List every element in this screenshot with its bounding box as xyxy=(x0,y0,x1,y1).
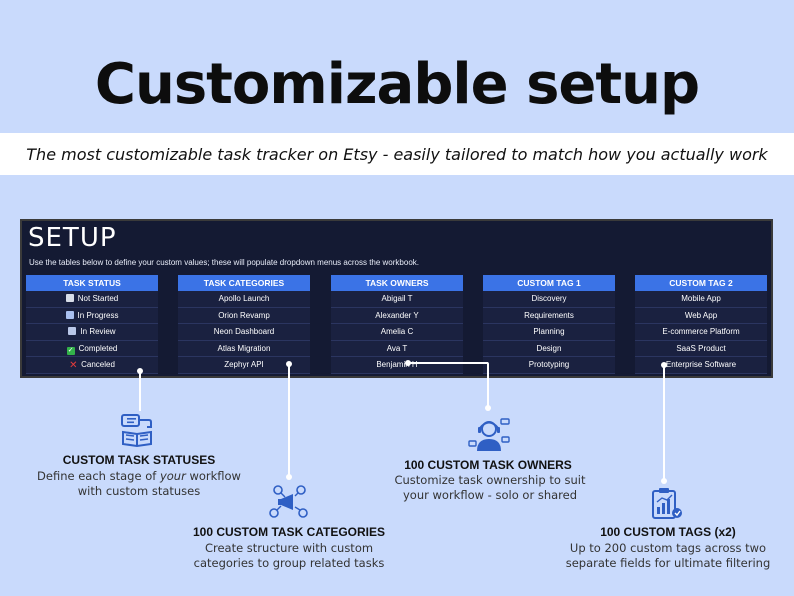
megaphone-network-icon xyxy=(268,485,310,524)
table-cell[interactable]: Amelia C xyxy=(331,324,463,341)
task-categories-table: TASK CATEGORIES Apollo Launch Orion Reva… xyxy=(178,275,310,374)
feature-title-tags: 100 CUSTOM TAGS (x2) xyxy=(600,525,736,539)
feature-title-owners: 100 CUSTOM TASK OWNERS xyxy=(404,458,572,472)
column-header: TASK CATEGORIES xyxy=(178,275,310,291)
feature-desc-categories: Create structure with custom categories … xyxy=(193,541,385,570)
table-cell[interactable]: Atlas Migration xyxy=(178,340,310,357)
feature-desc-tags: Up to 200 custom tags across two separat… xyxy=(565,541,771,570)
book-chat-icon xyxy=(119,414,157,453)
table-cell[interactable]: In Review xyxy=(26,324,158,341)
status-in-progress-icon xyxy=(65,310,74,319)
table-cell[interactable]: Discovery xyxy=(483,291,615,308)
table-cell[interactable]: Planning xyxy=(483,324,615,341)
sheet-title: SETUP xyxy=(28,223,117,253)
table-cell[interactable]: Apollo Launch xyxy=(178,291,310,308)
table-cell[interactable]: Alexander Y xyxy=(331,307,463,324)
table-cell[interactable]: In Progress xyxy=(26,307,158,324)
setup-sheet: SETUP Use the tables below to define you… xyxy=(20,219,773,378)
table-cell[interactable]: Not Started xyxy=(26,291,158,308)
feature-desc-owners: Customize task ownership to suit your wo… xyxy=(394,473,586,502)
clipboard-chart-icon xyxy=(650,487,684,526)
status-in-review-icon xyxy=(68,327,77,335)
feature-title-categories: 100 CUSTOM TASK CATEGORIES xyxy=(192,525,386,539)
table-cell[interactable]: Design xyxy=(483,340,615,357)
table-cell[interactable]: Enterprise Software xyxy=(635,357,767,374)
table-cell[interactable]: E-commerce Platform xyxy=(635,324,767,341)
feature-desc-statuses: Define each stage of your workflow with … xyxy=(37,469,241,498)
feature-title-statuses: CUSTOM TASK STATUSES xyxy=(62,453,216,467)
table-cell[interactable]: ✕Canceled xyxy=(26,357,158,374)
table-cell[interactable]: Mobile App xyxy=(635,291,767,308)
column-header: CUSTOM TAG 2 xyxy=(635,275,767,291)
table-cell[interactable]: Neon Dashboard xyxy=(178,324,310,341)
cross-icon: ✕ xyxy=(69,360,78,371)
status-not-started-icon xyxy=(65,294,74,302)
column-header: TASK STATUS xyxy=(26,275,158,291)
page-subtitle: The most customizable task tracker on Et… xyxy=(26,145,768,164)
column-header: TASK OWNERS xyxy=(331,275,463,291)
custom-tag-2-table: CUSTOM TAG 2 Mobile App Web App E-commer… xyxy=(635,275,767,374)
column-header: CUSTOM TAG 1 xyxy=(483,275,615,291)
person-headset-icon xyxy=(468,417,510,458)
table-cell[interactable]: Orion Revamp xyxy=(178,307,310,324)
checkmark-icon: ✓ xyxy=(66,346,75,355)
table-cell[interactable]: Abigail T xyxy=(331,291,463,308)
table-cell[interactable]: Ava T xyxy=(331,340,463,357)
page-title: Customizable setup xyxy=(94,52,700,117)
table-cell[interactable]: Zephyr API xyxy=(178,357,310,374)
table-cell[interactable]: Web App xyxy=(635,307,767,324)
table-cell[interactable]: ✓Completed xyxy=(26,340,158,357)
subtitle-band xyxy=(0,133,794,175)
table-cell[interactable]: Requirements xyxy=(483,307,615,324)
custom-tag-1-table: CUSTOM TAG 1 Discovery Requirements Plan… xyxy=(483,275,615,374)
task-owners-table: TASK OWNERS Abigail T Alexander Y Amelia… xyxy=(331,275,463,374)
sheet-description: Use the tables below to define your cust… xyxy=(29,258,419,267)
table-cell[interactable]: SaaS Product xyxy=(635,340,767,357)
table-cell[interactable]: Benjamin H xyxy=(331,357,463,374)
table-cell[interactable]: Prototyping xyxy=(483,357,615,374)
task-status-table: TASK STATUS Not Started In Progress In R… xyxy=(26,275,158,374)
